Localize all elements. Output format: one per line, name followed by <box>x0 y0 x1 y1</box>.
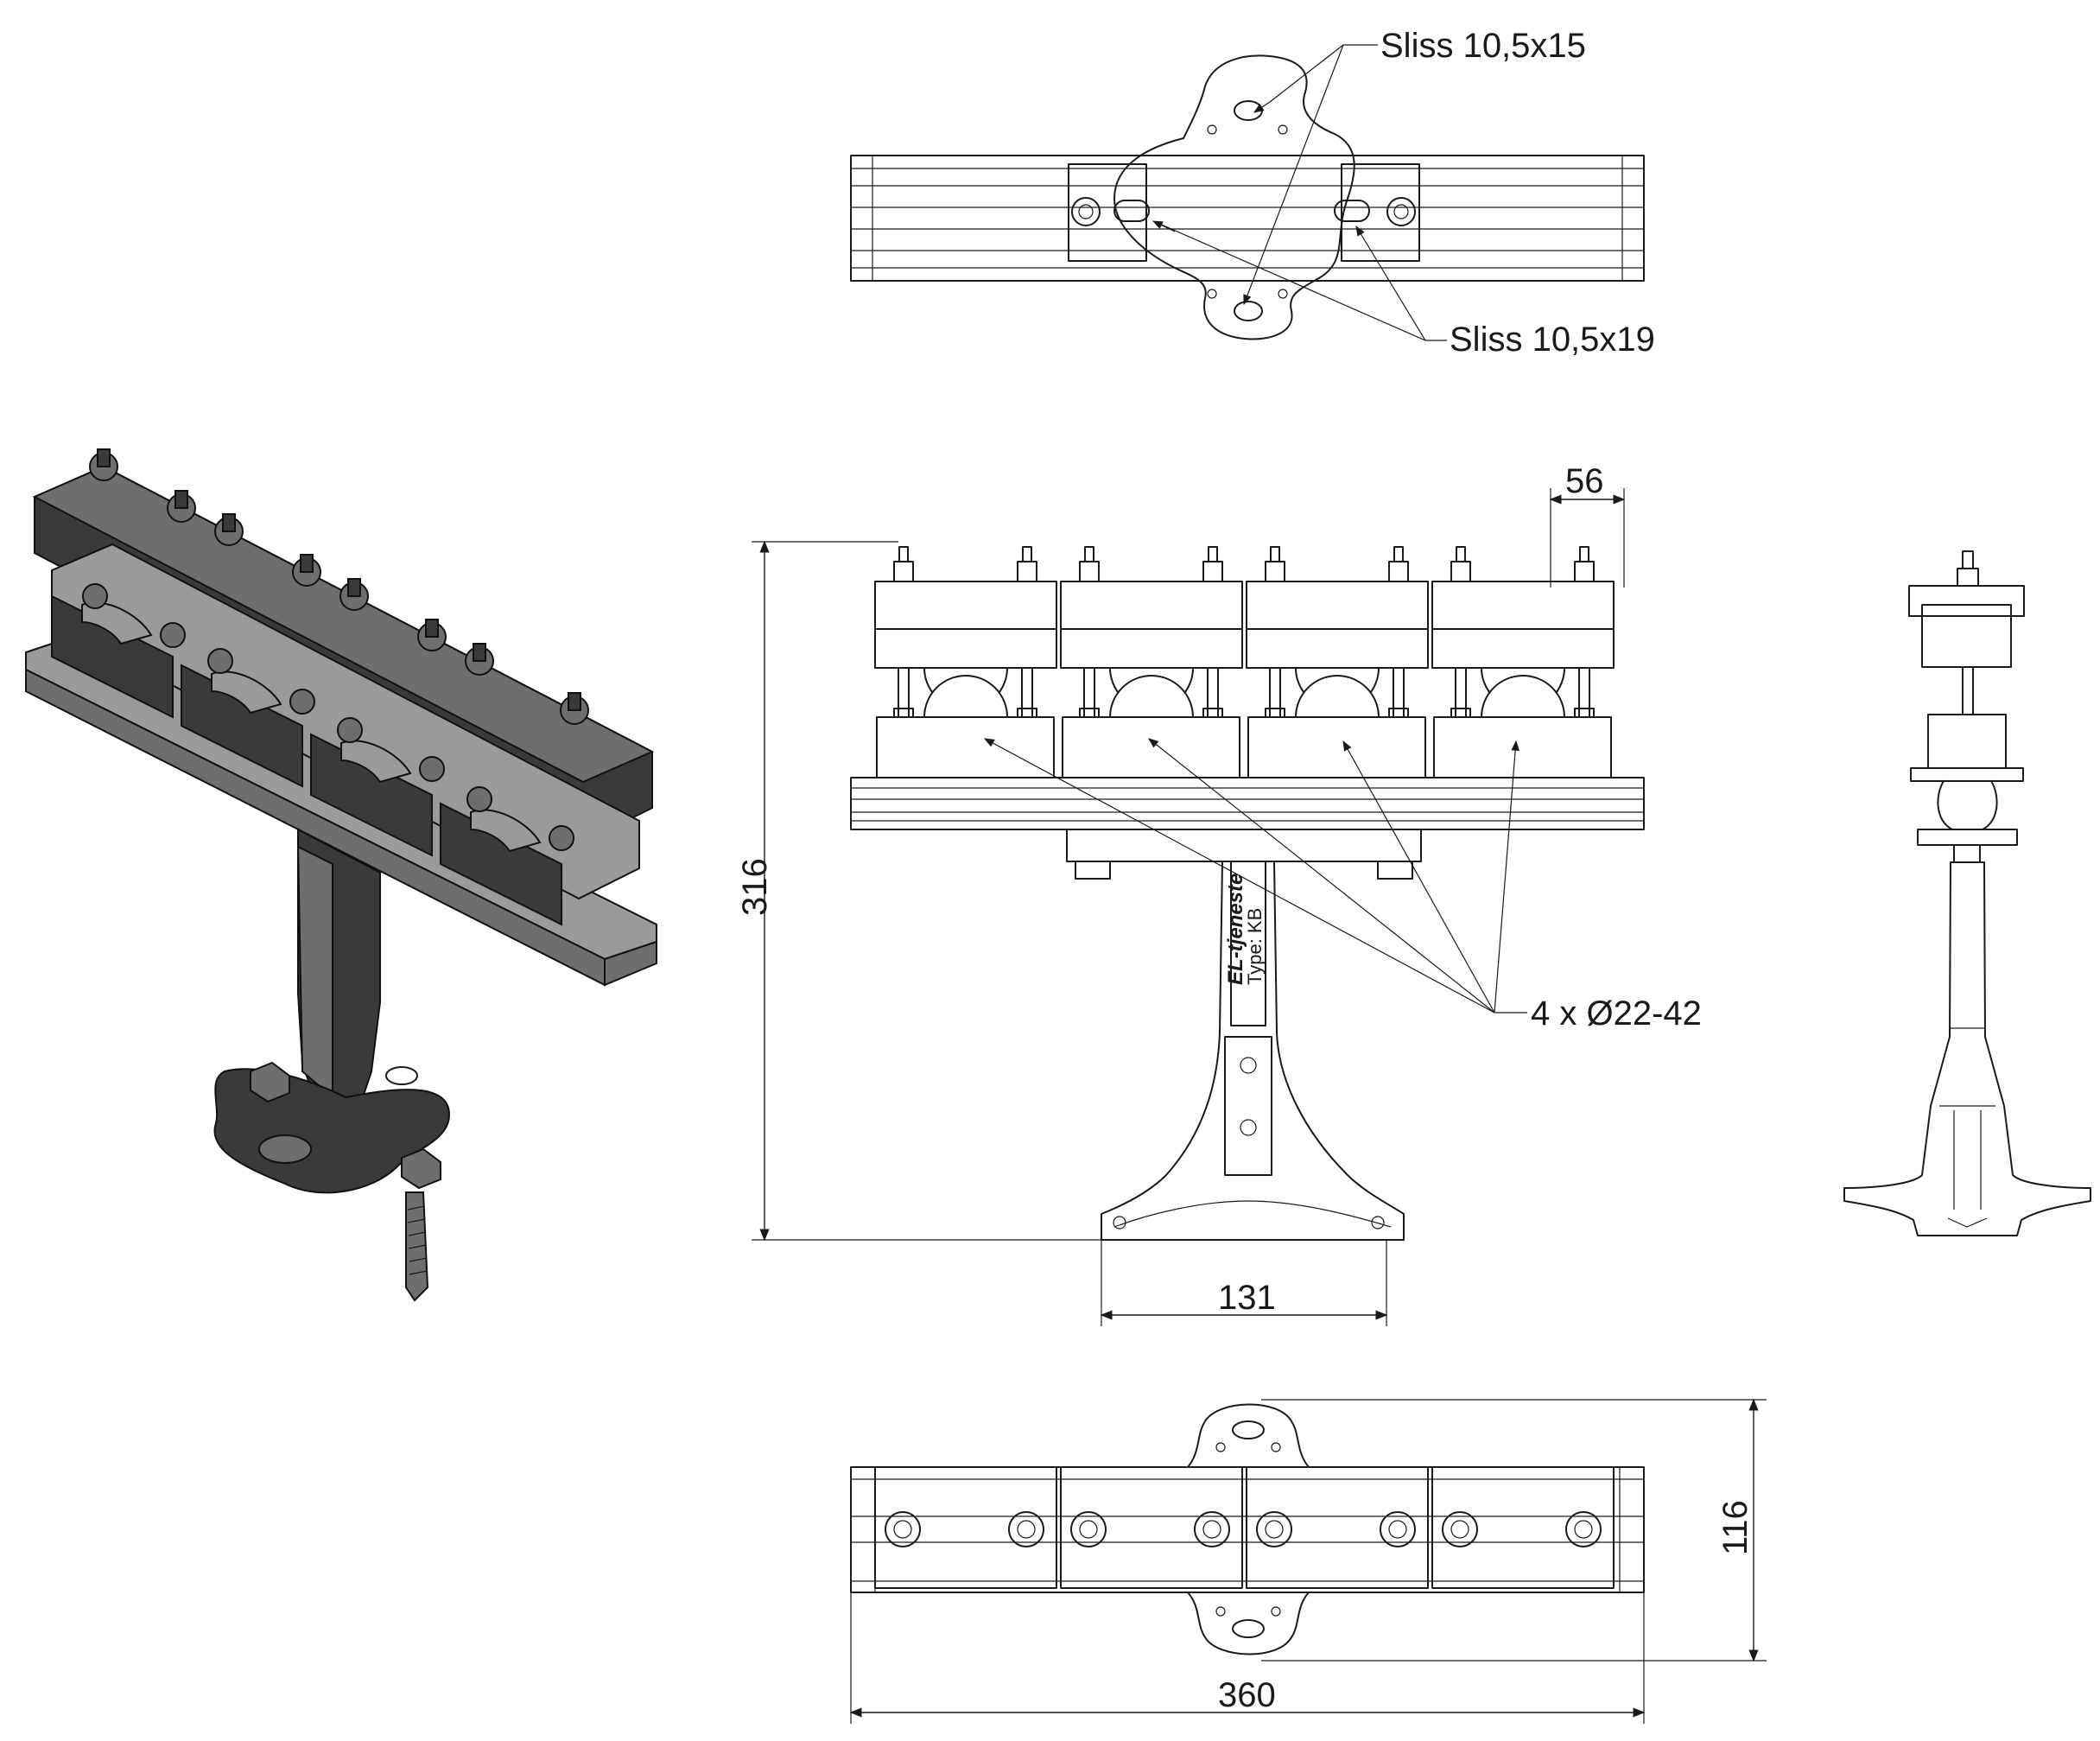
depth-dimension: 116 <box>1716 1500 1754 1555</box>
front-view: EL-tjeneste Type: KB <box>736 540 1702 1326</box>
front-clamp-3 <box>1246 546 1429 778</box>
isometric-view <box>25 448 657 1302</box>
front-clamp-2 <box>1060 546 1243 778</box>
front-clamp-4 <box>1431 546 1615 778</box>
clamp-range-label: 4 x Ø22-42 <box>1531 994 1702 1033</box>
length-dimension: 360 <box>1218 1676 1276 1714</box>
side-width-dimension: 56 <box>1565 462 1604 500</box>
stand-marking-line1: EL-tjeneste <box>1224 874 1247 985</box>
stand-marking-line2: Type: KB <box>1244 908 1266 985</box>
iso-clamp-blocks <box>51 594 562 926</box>
side-view: 56 <box>1549 462 2091 1236</box>
front-clamp-1 <box>874 546 1057 778</box>
slot-top-label: Sliss 10,5x15 <box>1380 27 1586 65</box>
slot-side-label: Sliss 10,5x19 <box>1450 321 1655 359</box>
iso-bolts <box>82 448 589 851</box>
bottom-view: 116 360 <box>849 1398 1767 1724</box>
base-width-dimension: 131 <box>1218 1279 1276 1317</box>
top-view: Sliss 10,5x15 Sliss 10,5x19 <box>850 27 1655 359</box>
bottom-nuts <box>885 1511 1602 1547</box>
height-dimension: 316 <box>736 858 774 916</box>
